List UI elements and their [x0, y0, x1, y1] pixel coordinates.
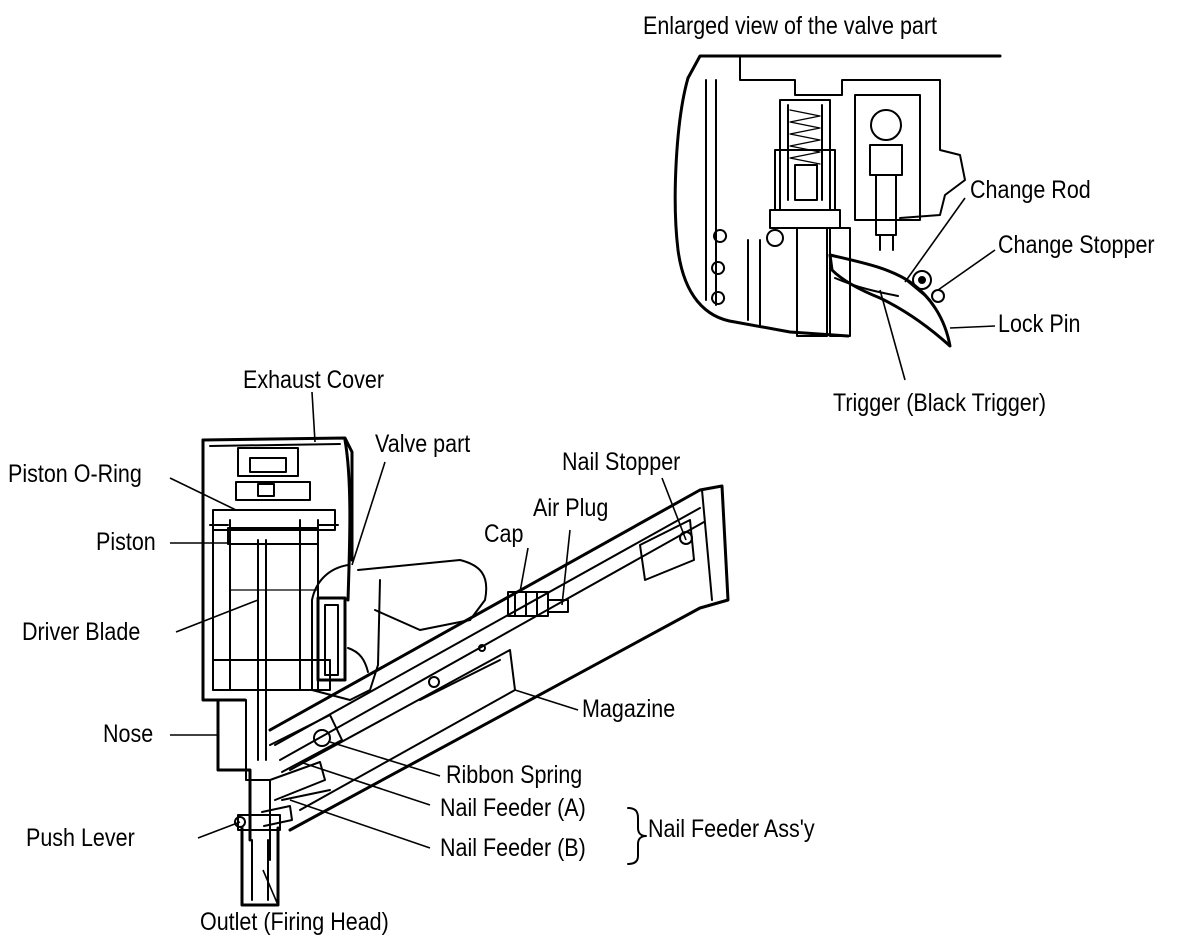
valve-enlarged-view [673, 54, 1002, 348]
label-ribbon-spring: Ribbon Spring [446, 761, 583, 789]
label-cap: Cap [484, 520, 524, 548]
label-outlet: Outlet (Firing Head) [200, 908, 389, 936]
label-trigger: Trigger (Black Trigger) [833, 389, 1047, 417]
label-exhaust-cover: Exhaust Cover [243, 366, 385, 394]
label-change-stopper: Change Stopper [998, 231, 1155, 259]
label-magazine: Magazine [582, 695, 676, 723]
label-nail-feeder-b: Nail Feeder (B) [440, 834, 586, 862]
label-piston: Piston [96, 528, 156, 556]
label-push-lever: Push Lever [26, 824, 135, 852]
label-nail-stopper: Nail Stopper [562, 448, 681, 476]
label-lock-pin: Lock Pin [998, 310, 1081, 338]
label-change-rod: Change Rod [970, 176, 1091, 204]
nail-feeder-brace [627, 807, 647, 865]
label-air-plug: Air Plug [533, 494, 609, 522]
label-valve-part: Valve part [375, 430, 471, 458]
label-piston-o-ring: Piston O-Ring [8, 460, 142, 488]
label-nail-feeder-a: Nail Feeder (A) [440, 794, 586, 822]
nail-gun-body [201, 436, 730, 907]
label-nose: Nose [103, 720, 154, 748]
leader-lines [169, 197, 996, 906]
inset-title: Enlarged view of the valve part [643, 12, 937, 40]
label-nail-feeder-assy: Nail Feeder Ass'y [648, 815, 815, 843]
label-driver-blade: Driver Blade [22, 618, 141, 646]
